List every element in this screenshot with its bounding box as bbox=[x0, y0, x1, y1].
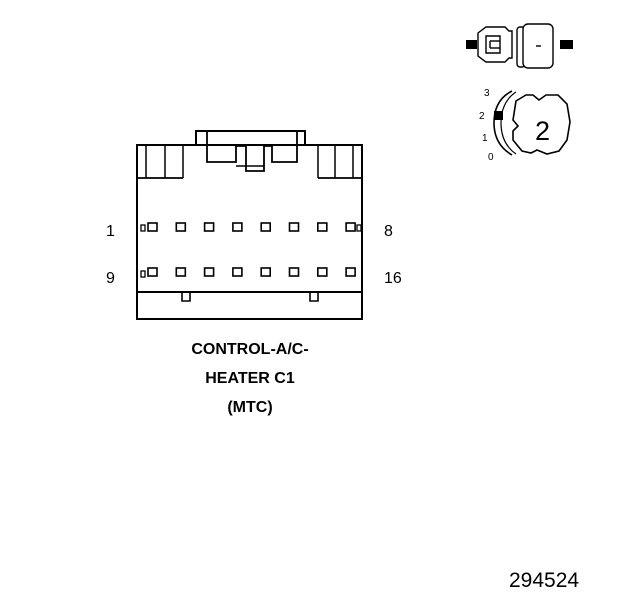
pin-cavity-5 bbox=[260, 222, 272, 232]
key-position-marker bbox=[494, 111, 503, 120]
key-position-0: 0 bbox=[488, 152, 494, 163]
connector-caption-line2: HEATER C1 bbox=[205, 370, 295, 387]
pin-cavity-9 bbox=[147, 267, 158, 277]
key-position-1: 1 bbox=[482, 133, 488, 144]
connector-pair-icon bbox=[466, 23, 573, 69]
pin-cavity-1 bbox=[147, 222, 158, 232]
pin-row-top bbox=[147, 222, 356, 232]
connector-housing bbox=[136, 144, 363, 320]
connector-latch bbox=[195, 130, 306, 145]
pin-label-1: 1 bbox=[106, 223, 115, 240]
pin-label-8: 8 bbox=[384, 223, 393, 240]
key-number-label: 2 bbox=[535, 116, 550, 146]
pin-row-bottom bbox=[147, 267, 356, 277]
pin-cavity-7 bbox=[316, 222, 328, 232]
pin-cavity-12 bbox=[232, 267, 243, 277]
pin-cavity-16 bbox=[345, 267, 356, 277]
pin-cavity-4 bbox=[232, 222, 243, 232]
key-position-3: 3 bbox=[484, 88, 490, 99]
connector-caption-line3: (MTC) bbox=[227, 399, 272, 416]
pin-cavity-13 bbox=[260, 267, 272, 277]
connector-caption-line1: CONTROL-A/C- bbox=[191, 341, 308, 358]
figure-id: 294524 bbox=[509, 569, 579, 592]
pin-cavity-15 bbox=[316, 267, 328, 277]
pin-label-16: 16 bbox=[384, 270, 402, 287]
key-position-2: 2 bbox=[479, 111, 485, 122]
connector-face bbox=[136, 130, 363, 320]
pin-label-9: 9 bbox=[106, 270, 115, 287]
pin-cavity-2 bbox=[175, 222, 187, 232]
pin-cavity-14 bbox=[288, 267, 300, 277]
ignition-key-icon: 3 2 1 0 2 bbox=[479, 88, 571, 163]
pin-cavity-11 bbox=[203, 267, 215, 277]
pin-cavity-10 bbox=[175, 267, 187, 277]
pin-cavity-8 bbox=[345, 222, 356, 232]
pin-cavity-3 bbox=[203, 222, 215, 232]
pin-cavity-6 bbox=[288, 222, 300, 232]
